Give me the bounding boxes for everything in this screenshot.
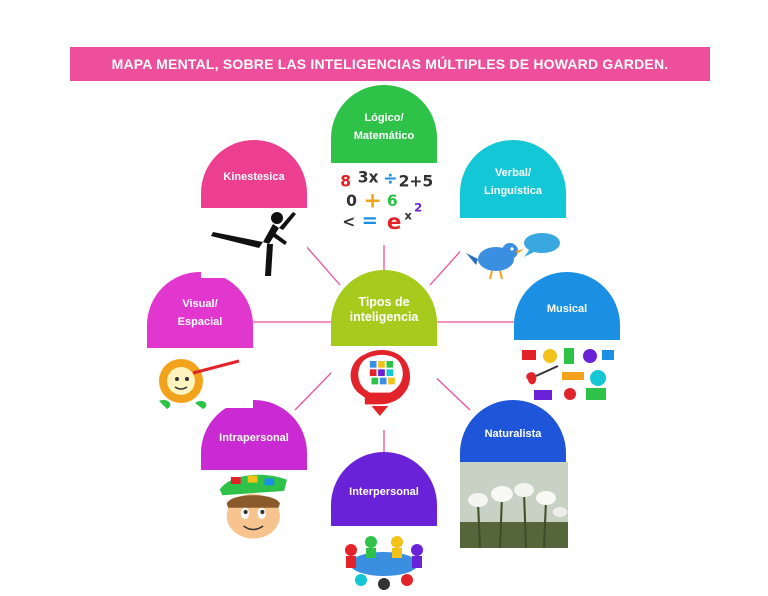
node-logico-line2: Matemático xyxy=(353,130,415,142)
svg-text:2: 2 xyxy=(414,201,422,215)
svg-text:<: < xyxy=(342,213,355,231)
node-intrapersonal-label: Intrapersonal xyxy=(219,432,289,444)
brain-puzzle-icon xyxy=(331,346,437,430)
bird-speech-icon xyxy=(460,218,566,280)
node-logico-line1: Lógico/ xyxy=(364,112,404,124)
node-visual-espacial: Visual/ Espacial xyxy=(147,272,253,409)
node-verbal-line2: Linguística xyxy=(483,185,543,197)
flowers-icon xyxy=(460,462,568,548)
center-label-line1: Tipos de xyxy=(358,295,410,309)
center-node: Tipos de inteligencia xyxy=(331,270,437,430)
svg-text:e: e xyxy=(387,210,402,233)
node-visual-line1: Visual/ xyxy=(182,298,218,310)
node-interpersonal-label: Interpersonal xyxy=(349,486,419,498)
node-kinestesica-label: Kinestesica xyxy=(223,171,285,183)
svg-text:÷: ÷ xyxy=(383,169,398,189)
node-naturalista-label: Naturalista xyxy=(484,428,542,440)
people-table-icon xyxy=(331,526,437,590)
node-naturalista: Naturalista xyxy=(460,400,568,548)
math-symbols-icon: 8 3x ÷ 2+5 0 + 6 < = e x 2 xyxy=(331,163,437,235)
node-kinestesica: Kinestesica xyxy=(201,140,307,278)
node-visual-line2: Espacial xyxy=(177,316,223,328)
svg-text:8: 8 xyxy=(340,172,351,190)
svg-text:x: x xyxy=(404,208,412,222)
svg-text:+: + xyxy=(364,189,382,214)
dancer-icon xyxy=(201,208,307,278)
node-verbal-line1: Verbal/ xyxy=(494,167,532,179)
node-logico-matematico: Lógico/ Matemático 8 3x ÷ 2+5 0 + 6 < = … xyxy=(331,85,437,235)
node-interpersonal: Interpersonal xyxy=(331,452,437,590)
svg-text:0: 0 xyxy=(346,192,357,210)
music-instruments-icon xyxy=(514,340,620,402)
svg-text:3x: 3x xyxy=(358,168,379,186)
node-intrapersonal: Intrapersonal xyxy=(201,400,307,570)
node-musical: Musical xyxy=(514,272,620,402)
thinking-head-icon xyxy=(201,470,307,570)
flower-paint-icon xyxy=(147,348,253,409)
node-musical-label: Musical xyxy=(546,303,588,315)
svg-text:2+5: 2+5 xyxy=(399,172,434,190)
page-title: MAPA MENTAL, SOBRE LAS INTELIGENCIAS MÚL… xyxy=(70,47,710,81)
node-verbal-linguistica: Verbal/ Linguística xyxy=(460,140,566,280)
center-label-line2: inteligencia xyxy=(349,310,419,324)
svg-text:6: 6 xyxy=(387,192,398,210)
svg-text:=: = xyxy=(362,209,378,232)
